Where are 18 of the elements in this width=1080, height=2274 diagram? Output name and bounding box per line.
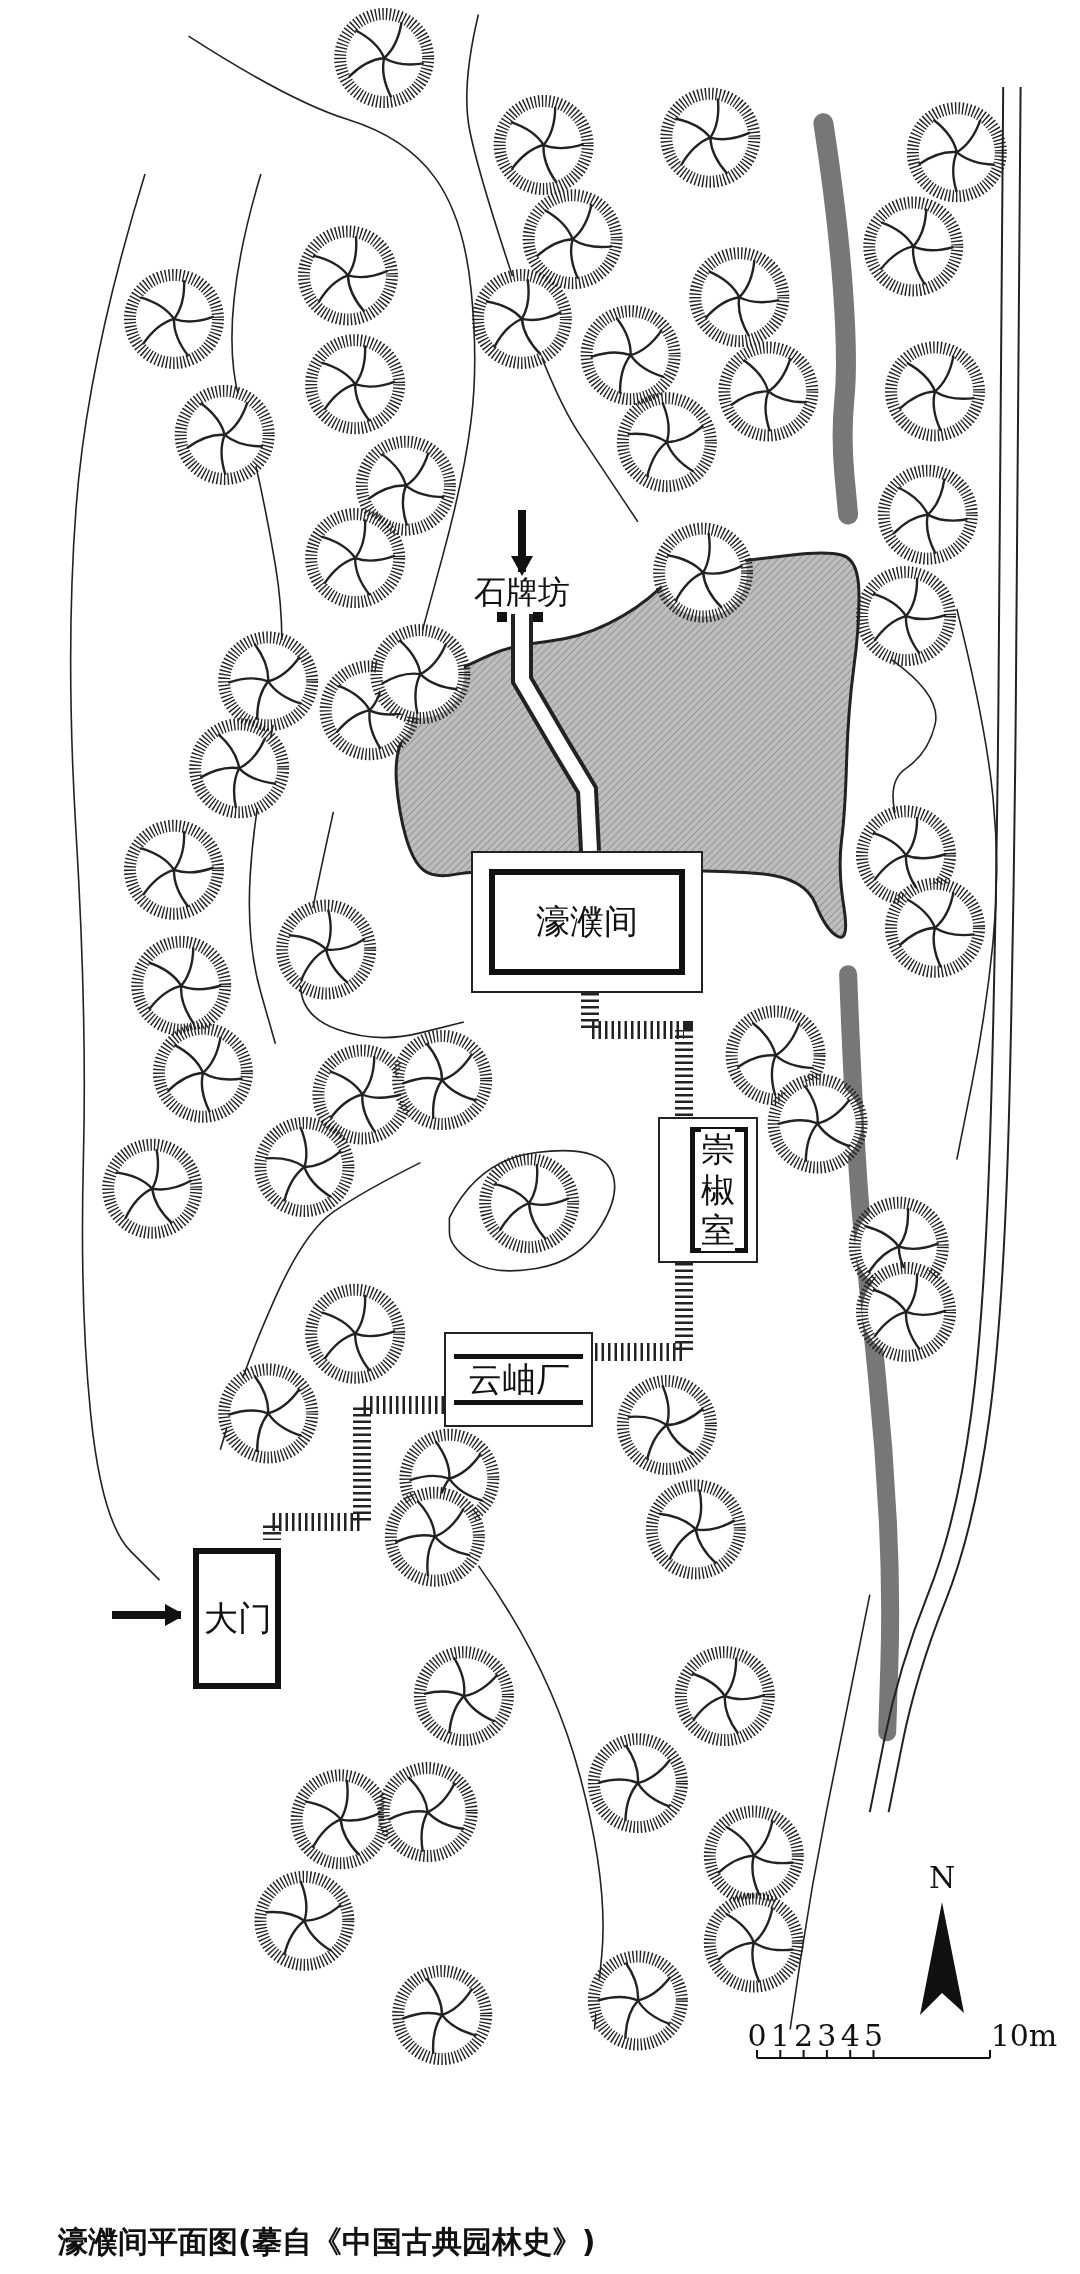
building-name: 石牌坊	[474, 575, 570, 611]
building-plan	[444, 1332, 593, 1427]
scale-label: 5	[863, 2021, 884, 2051]
building-name: 濠濮间	[536, 903, 638, 941]
north-label: N	[928, 1863, 956, 1893]
scale-label: 4	[840, 2021, 860, 2051]
building-name: 崇椒室	[701, 1128, 735, 1252]
stepped-walkway	[263, 1396, 444, 1540]
building-name: 云岫厂	[467, 1360, 570, 1399]
scale-label: 0	[747, 2021, 767, 2051]
scale-label: 2	[794, 2021, 814, 2051]
scale-label: 3	[817, 2021, 837, 2051]
scale-label: 10m	[990, 2021, 1058, 2051]
scale-label: 1	[770, 2021, 790, 2051]
building-plan	[658, 1117, 758, 1263]
pavilion-plan	[471, 851, 703, 993]
caption: 濠濮间平面图(摹自《中国古典园林史》)	[58, 2223, 596, 2261]
stepped-walkway	[593, 1263, 693, 1361]
